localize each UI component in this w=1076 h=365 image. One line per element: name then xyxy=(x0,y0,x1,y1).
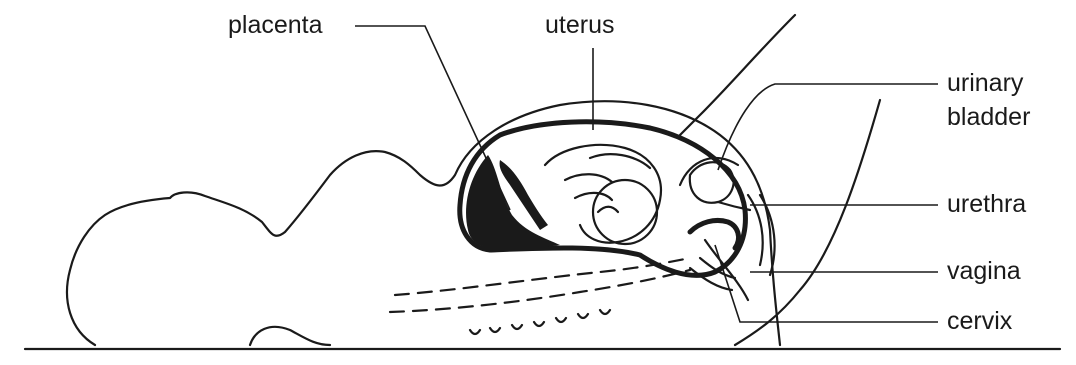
vagina-canal xyxy=(705,240,748,300)
fetus-limb-4 xyxy=(598,207,618,212)
bladder-leader xyxy=(718,84,938,170)
hip-outline xyxy=(250,327,330,345)
label-urinary: urinary xyxy=(947,70,1023,97)
cervix-canal xyxy=(690,220,739,248)
label-bladder: bladder xyxy=(947,104,1030,131)
vertebrae xyxy=(470,310,610,334)
fetus-limb-1 xyxy=(565,174,612,182)
label-cervix: cervix xyxy=(947,308,1012,335)
label-placenta: placenta xyxy=(228,12,323,39)
spine-dashes-lower xyxy=(390,270,690,312)
back-outline xyxy=(735,100,880,345)
fetus-limb-2 xyxy=(575,193,612,200)
label-vagina: vagina xyxy=(947,258,1021,285)
leg-outline xyxy=(680,15,795,135)
label-urethra: urethra xyxy=(947,191,1026,218)
placenta-shape xyxy=(466,155,560,249)
body-outline xyxy=(67,101,780,345)
bladder-shape xyxy=(690,162,734,203)
spine-dashes-upper xyxy=(395,258,690,295)
cervix-leader xyxy=(715,245,938,322)
fetus-head xyxy=(593,180,657,244)
label-uterus: uterus xyxy=(545,12,614,39)
